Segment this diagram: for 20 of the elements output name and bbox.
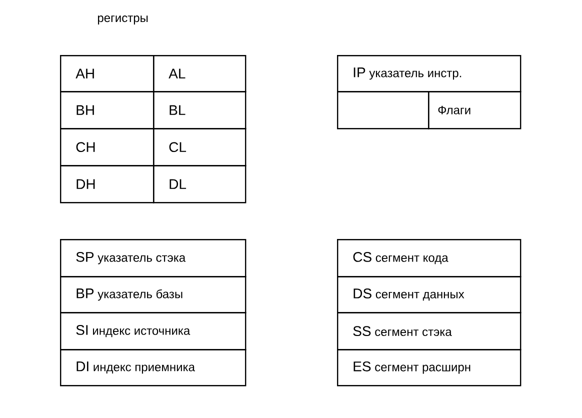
register-cell: AH (60, 55, 154, 92)
register-cell: SP указатель стэка (60, 239, 246, 278)
register-cell: BP указатель базы (60, 276, 246, 314)
register-cell: DH (60, 165, 154, 204)
register-cell: BH (60, 91, 154, 130)
register-cell: AL (153, 55, 246, 92)
register-cell: SI индекс источника (60, 312, 246, 350)
register-cell: DL (153, 165, 246, 204)
register-cell: DS сегмент данных (337, 276, 522, 314)
register-cell: Флаги (428, 91, 522, 130)
register-cell: CL (153, 128, 246, 166)
register-cell: BL (153, 91, 246, 130)
empty-cell (337, 91, 430, 130)
register-cell: ES сегмент расширн (337, 348, 522, 386)
register-cell: DI индекс приемника (60, 348, 246, 386)
title: регистры (98, 16, 148, 24)
register-cell: CH (60, 128, 154, 166)
register-cell: IP указатель инстр. (337, 55, 522, 92)
register-cell: SS сегмент стэка (337, 312, 522, 350)
register-cell: CS сегмент кода (337, 239, 522, 278)
